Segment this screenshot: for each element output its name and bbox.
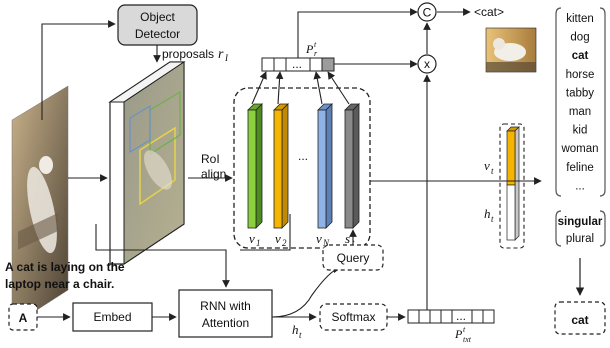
vocab-item-2: cat [572,50,589,62]
rnn-label-2: Attention [202,316,249,330]
ptxt-label: P [454,327,463,341]
ht-sub: t [299,330,302,340]
region-features-group: ... v 1 v 2 v N s t [233,87,371,249]
softmax-box: Softmax [319,303,388,331]
vocab-item-5: man [569,106,591,118]
softmax-label: Softmax [331,310,375,324]
concat-operator-label: C [423,6,432,20]
caption-line-1: A cat is laying on the [5,260,125,274]
final-output: cat [554,301,606,335]
feature-v1-bar [247,109,257,229]
sentinel-st-bar [344,109,354,229]
vt-sub: t [491,166,494,176]
vocab-item-0: kitten [566,13,594,25]
vocab-list: kitten dog cat horse tabby man kid woman feline.… [555,7,606,197]
object-detector-label-1: Object [140,10,175,24]
label-st: s [345,231,350,246]
proposals-label: proposals [162,47,214,61]
query-label: Query [337,251,370,265]
label-v1: v [249,231,255,246]
rnn-box: RNN with Attention [178,289,273,338]
vt-label: v [484,158,490,173]
pr-vector: ... [261,57,335,72]
vocab-item-6: kid [573,125,588,137]
sentinel-st [344,103,360,229]
concat-operator: C [417,2,437,22]
pr-ellipsis: ... [292,57,302,71]
pr-label: P [305,42,314,56]
plurality-item-1: plural [566,233,594,245]
vocab-item-8: feline [566,162,594,174]
ptxt-sub: txt [463,335,472,344]
vocab-item-7: woman [560,143,598,155]
feature-ellipsis: ... [298,149,308,163]
ptxt-vector: ... [407,309,495,324]
output-token-label: <cat> [474,5,504,19]
ht-label: h [292,322,299,337]
label-v1-sub: 1 [256,238,261,248]
vt-ht-vector [499,123,525,249]
multiply-operator: x [417,54,437,74]
feature-v2-bar [273,109,283,229]
ht-vector-label: h [484,206,491,221]
proposals-symbol: r [218,47,224,62]
input-token-label: A [19,311,28,325]
feature-v2 [273,103,289,229]
pr-sup: t [314,40,317,49]
vt-segment [506,130,516,186]
ptxt-sup: t [463,325,466,334]
label-vN-sub: N [322,238,330,248]
query-box: Query [322,244,384,271]
final-output-label: cat [571,313,588,327]
feature-v1 [247,103,263,229]
ht-segment [506,184,516,241]
vocab-item-9: ... [575,180,585,192]
cat-thumbnail [485,27,537,73]
vocab-item-4: tabby [566,87,594,99]
caption-line-2: laptop near a chair. [5,277,114,291]
vocab-item-3: horse [566,69,595,81]
rnn-label-1: RNN with [200,299,251,313]
input-token-box: A [8,303,38,331]
feature-vN-bar [317,109,327,229]
object-detector: Object Detector [117,4,198,46]
roi-align-label-2: align [201,167,226,181]
pr-sub: r [314,49,318,58]
feature-map [108,61,186,265]
input-image [11,85,69,327]
multiply-operator-label: x [424,57,430,71]
proposals-subscript: I [224,53,229,63]
embed-box: Embed [72,302,153,332]
embed-label: Embed [93,310,131,324]
label-vN: v [316,231,322,246]
feature-vN [317,103,333,229]
ht-vector-sub: t [491,214,494,224]
vocab-item-1: dog [570,32,589,44]
plurality-list: singular plural [555,210,606,247]
object-detector-label-2: Detector [135,27,180,41]
ptxt-ellipsis: ... [456,309,466,323]
label-v2-sub: 2 [282,238,287,248]
roi-align-label-1: RoI [201,152,220,166]
plurality-item-0: singular [558,216,603,228]
label-v2: v [275,231,281,246]
